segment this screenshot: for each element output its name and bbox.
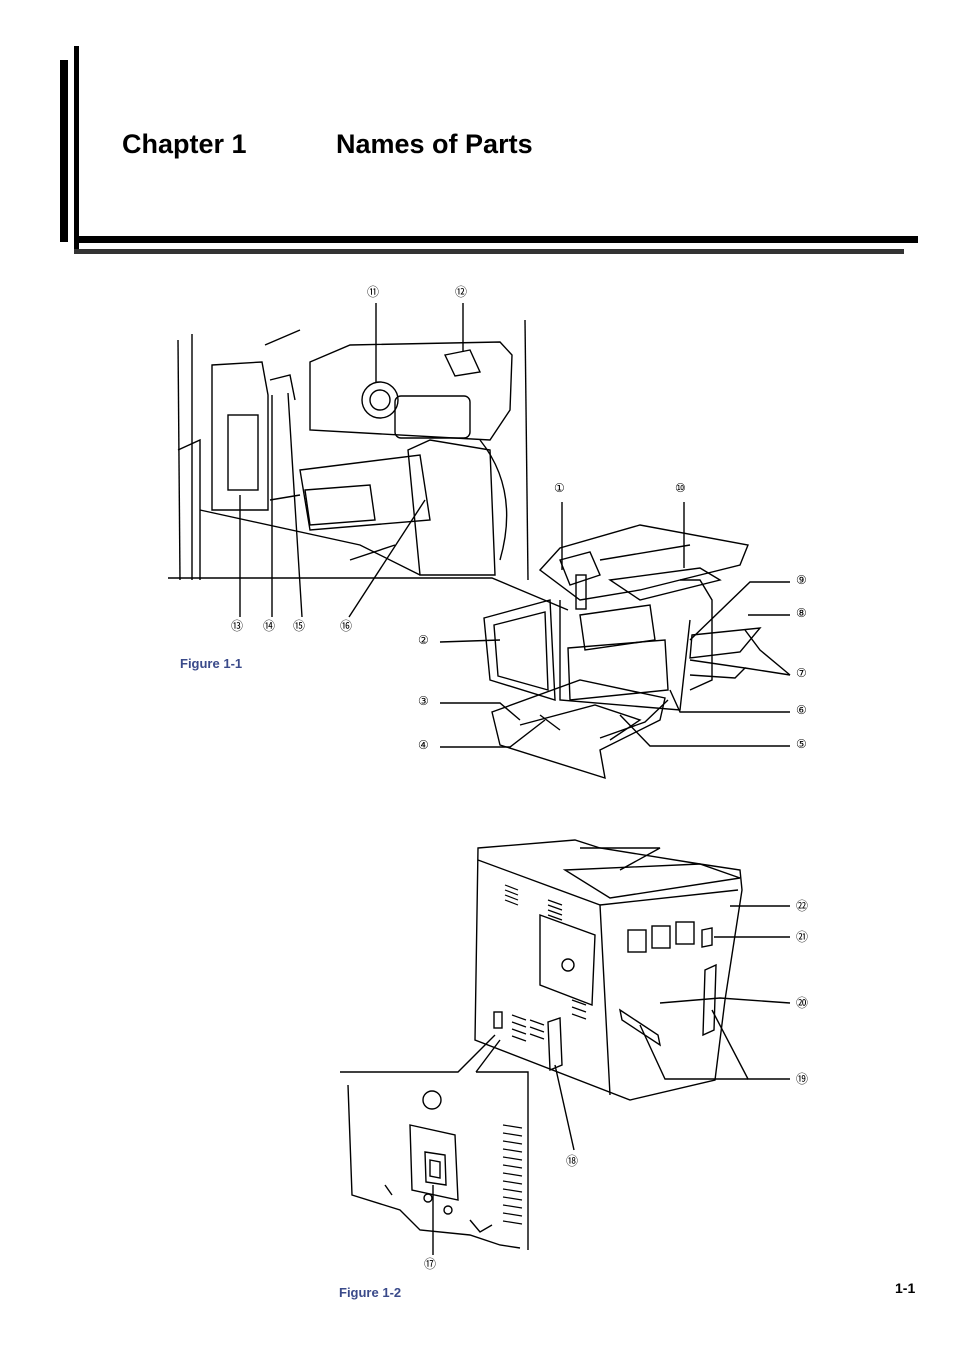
callout-1: ① — [554, 481, 565, 495]
callout-22: ㉒ — [796, 899, 809, 913]
callout-6: ⑥ — [796, 703, 807, 717]
header-rule-top — [74, 236, 918, 243]
figure-2-caption: Figure 1-2 — [339, 1285, 402, 1300]
callout-19: ⑲ — [796, 1072, 809, 1086]
callout-14: ⑭ — [263, 619, 276, 633]
header-rule-bottom — [74, 249, 904, 254]
callout-18: ⑱ — [566, 1154, 579, 1168]
callout-17: ⑰ — [424, 1257, 437, 1271]
page-number: 1-1 — [895, 1280, 916, 1296]
callout-16: ⑯ — [340, 619, 353, 633]
callout-4: ④ — [418, 738, 429, 752]
callout-21: ㉑ — [796, 930, 809, 944]
rear-inset-drawing — [340, 1034, 529, 1255]
callout-8: ⑧ — [796, 606, 807, 620]
callout-2: ② — [418, 633, 429, 647]
printer-rear-drawing — [474, 839, 791, 1151]
printer-front-drawing — [439, 502, 791, 780]
callout-11: ⑪ — [367, 285, 380, 299]
chapter-title: Names of Parts — [336, 129, 533, 159]
callout-15: ⑮ — [293, 619, 306, 633]
inset-drawing — [168, 303, 569, 618]
callout-12: ⑫ — [455, 285, 468, 299]
callout-9: ⑨ — [796, 573, 807, 587]
callout-10: ⑩ — [675, 481, 686, 495]
rear-vents-upper — [504, 884, 587, 1042]
rear-inset-vents — [502, 1124, 523, 1225]
callout-3: ③ — [418, 694, 429, 708]
callout-20: ⑳ — [796, 996, 809, 1010]
chapter-number: Chapter 1 — [122, 129, 247, 159]
header-left-bar-inner — [74, 46, 79, 254]
figure-1-caption: Figure 1-1 — [180, 656, 243, 671]
callout-7: ⑦ — [796, 666, 807, 680]
header-left-bar-outer — [60, 60, 68, 242]
callout-13: ⑬ — [231, 619, 244, 633]
callout-5: ⑤ — [796, 737, 807, 751]
